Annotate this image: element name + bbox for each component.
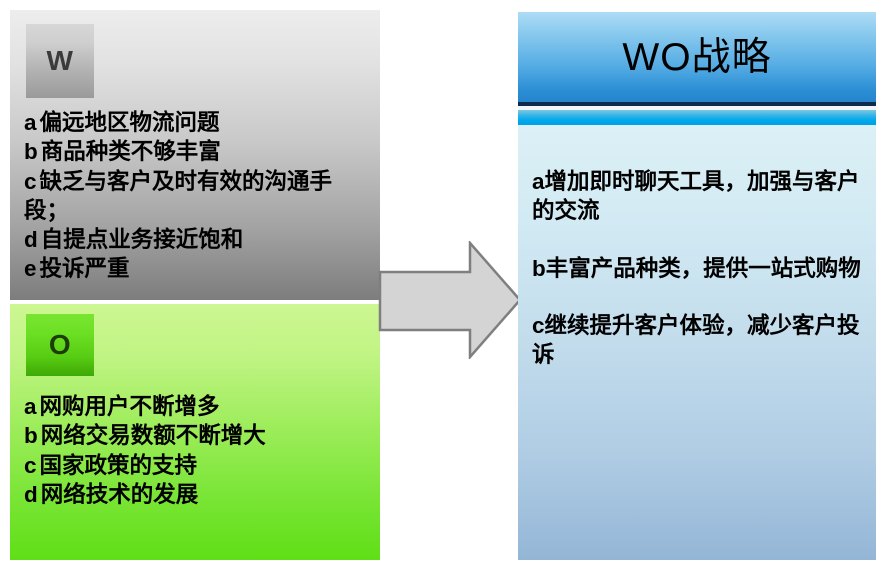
opportunity-item-text: 网络交易数额不断增大: [40, 423, 266, 449]
strategy-item: a增加即时聊天工具，加强与客户的交流: [532, 167, 868, 226]
weakness-item-marker: e: [24, 256, 37, 282]
opportunity-item-text: 网购用户不断增多: [39, 394, 220, 419]
strategy-item-marker: b: [532, 255, 546, 281]
weakness-item-marker: c: [24, 168, 37, 194]
strategy-panel: WO战略 a增加即时聊天工具，加强与客户的交流 b丰富产品种类，提供一站式购物 c继…: [518, 12, 876, 560]
strategy-title: WO战略: [622, 35, 772, 79]
weakness-item-marker: d: [24, 227, 38, 252]
weakness-item-text: 商品种类不够丰富: [40, 139, 221, 165]
strategy-item: c继续提升客户体验，减少客户投诉: [532, 311, 868, 370]
opportunity-item-text: 国家政策的支持: [39, 452, 198, 478]
strategy-list: a增加即时聊天工具，加强与客户的交流 b丰富产品种类，提供一站式购物 c继续提升客户…: [532, 167, 868, 369]
weakness-badge: W: [26, 24, 94, 98]
weakness-item-text: 偏远地区物流问题: [39, 110, 220, 135]
strategy-divider-cyan: [518, 110, 876, 125]
strategy-header: WO战略: [518, 12, 876, 102]
weakness-item-text: 自提点业务接近饱和: [40, 227, 244, 252]
strategy-divider-gap: [518, 106, 876, 110]
opportunity-badge: O: [26, 314, 94, 376]
weakness-item-text: 缺乏与客户及时有效的沟通手段；: [24, 168, 333, 223]
opportunity-item-marker: d: [24, 481, 38, 507]
strategy-item-text: 增加即时聊天工具，加强与客户的交流: [532, 169, 860, 224]
opportunity-item-marker: c: [24, 452, 37, 478]
opportunity-item-marker: b: [24, 423, 38, 449]
strategy-item-marker: a: [532, 169, 545, 194]
opportunity-item-marker: a: [24, 394, 37, 419]
connector-arrow: [378, 241, 522, 359]
strategy-item: b丰富产品种类，提供一站式购物: [532, 254, 868, 283]
strategy-body: a增加即时聊天工具，加强与客户的交流 b丰富产品种类，提供一站式购物 c继续提升客户…: [518, 125, 876, 560]
right-arrow-icon: [378, 241, 522, 359]
strategy-item-text: 继续提升客户体验，减少客户投诉: [532, 312, 860, 367]
opportunity-item-text: 网络技术的发展: [40, 481, 199, 507]
opportunity-badge-label: O: [48, 329, 72, 360]
weakness-item-marker: b: [24, 139, 38, 165]
strategy-item-text: 丰富产品种类，提供一站式购物: [545, 255, 861, 281]
strategy-item-marker: c: [532, 312, 545, 338]
weakness-item-marker: a: [24, 110, 37, 135]
weakness-badge-label: W: [46, 45, 74, 76]
weakness-item-text: 投诉严重: [39, 256, 130, 282]
strategy-divider-dark: [518, 102, 876, 106]
